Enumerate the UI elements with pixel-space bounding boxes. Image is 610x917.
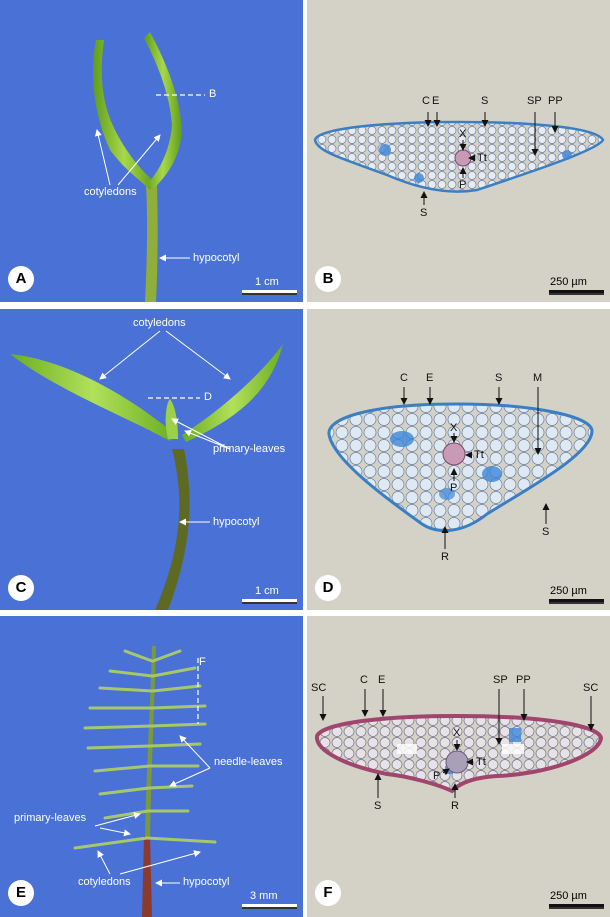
- label-s-f: S: [374, 800, 382, 812]
- label-s-top-d: S: [495, 372, 503, 384]
- section-b-label: B: [209, 88, 217, 100]
- label-m-d: M: [533, 372, 543, 384]
- label-x: X: [459, 128, 467, 140]
- panel-letter-c: C: [8, 575, 34, 601]
- label-x-f: X: [453, 727, 461, 739]
- label-sc-left: SC: [311, 682, 327, 694]
- label-e-f: E: [378, 674, 386, 686]
- label-tt-d: Tt: [474, 449, 484, 461]
- hypocotyl-label: hypocotyl: [193, 252, 240, 264]
- hypocotyl-stem-e: [142, 836, 152, 917]
- cotyledons-label: cotyledons: [84, 186, 137, 198]
- scale-bar-c: [242, 599, 297, 604]
- panel-f-micrograph: SC C E SP PP SC X Tt P S R F 250 µm: [307, 616, 610, 917]
- panel-b-micrograph: C E S SP PP X Tt P S B 250 µm: [307, 0, 610, 302]
- panel-d-micrograph: C E S M X Tt P S R D 250 µm: [307, 309, 610, 610]
- panel-letter-a: A: [8, 266, 34, 292]
- right-cotyledon: [144, 32, 182, 190]
- label-pp: PP: [548, 95, 563, 107]
- label-p-f: P: [433, 770, 441, 782]
- scale-label-f: 250 µm: [550, 890, 587, 902]
- left-cotyledon: [92, 40, 155, 190]
- scale-label-e: 3 mm: [250, 890, 278, 902]
- panel-letter-b: B: [315, 266, 341, 292]
- panel-c-illustration: [10, 330, 283, 610]
- section-d-label: D: [204, 391, 212, 403]
- panel-c-seedling-photo: cotyledons D primary-leaves hypocotyl C …: [0, 309, 303, 610]
- scale-bar-b: [549, 290, 604, 295]
- leaf-cross-section-d: [327, 402, 594, 533]
- scale-label-a: 1 cm: [255, 276, 279, 288]
- panel-b-illustration: [313, 112, 605, 205]
- label-s-bottom: S: [420, 207, 428, 219]
- panel-letter-f: F: [315, 880, 341, 906]
- label-p-d: P: [450, 482, 458, 494]
- label-p: P: [459, 179, 467, 191]
- panel-e-illustration: [73, 646, 217, 917]
- scale-bar-a: [242, 290, 297, 295]
- label-x-d: X: [450, 422, 458, 434]
- primary-leaves-label-c: primary-leaves: [213, 443, 286, 455]
- panel-letter-d: D: [315, 575, 341, 601]
- panel-a-seedling-photo: B cotyledons hypocotyl A 1 cm: [0, 0, 303, 302]
- label-s-top: S: [481, 95, 489, 107]
- primary-leaves-c: [165, 399, 178, 439]
- scale-bar-e: [242, 904, 297, 909]
- hypocotyl-stem-c: [155, 449, 190, 610]
- label-c: C: [422, 95, 430, 107]
- label-sc-right: SC: [583, 682, 599, 694]
- hypocotyl-stem: [145, 185, 158, 302]
- label-sp-f: SP: [493, 674, 508, 686]
- label-r-d: R: [441, 551, 449, 563]
- primary-leaves-label-e: primary-leaves: [14, 812, 87, 824]
- scale-label-d: 250 µm: [550, 585, 587, 597]
- panel-a-illustration: [92, 32, 205, 302]
- panel-f-illustration: [315, 689, 604, 798]
- label-c-f: C: [360, 674, 368, 686]
- label-c-d: C: [400, 372, 408, 384]
- panel-d-illustration: [327, 387, 594, 549]
- label-pp-f: PP: [516, 674, 531, 686]
- scale-bar-d: [549, 599, 604, 604]
- label-tt: Tt: [477, 152, 487, 164]
- right-cotyledon-c: [182, 344, 283, 442]
- left-cotyledon-c: [10, 354, 175, 441]
- hypocotyl-label-e: hypocotyl: [183, 876, 230, 888]
- needle-leaves-group: [73, 649, 217, 850]
- scale-label-b: 250 µm: [550, 276, 587, 288]
- scale-label-c: 1 cm: [255, 585, 279, 597]
- hypocotyl-label-c: hypocotyl: [213, 516, 260, 528]
- main-stem-e: [145, 646, 156, 838]
- label-e-d: E: [426, 372, 434, 384]
- section-f-label: F: [199, 656, 206, 668]
- cotyledons-label-c: cotyledons: [133, 317, 186, 329]
- needle-leaves-label-e: needle-leaves: [214, 756, 283, 768]
- label-sp: SP: [527, 95, 542, 107]
- label-s-bottom-d: S: [542, 526, 550, 538]
- label-tt-f: Tt: [476, 756, 486, 768]
- label-e: E: [432, 95, 440, 107]
- label-r-f: R: [451, 800, 459, 812]
- panel-e-seedling-photo: F primary-leaves needle-leaves cotyledon…: [0, 616, 303, 917]
- cotyledons-label-e: cotyledons: [78, 876, 131, 888]
- panel-letter-e: E: [8, 880, 34, 906]
- scale-bar-f: [549, 904, 604, 909]
